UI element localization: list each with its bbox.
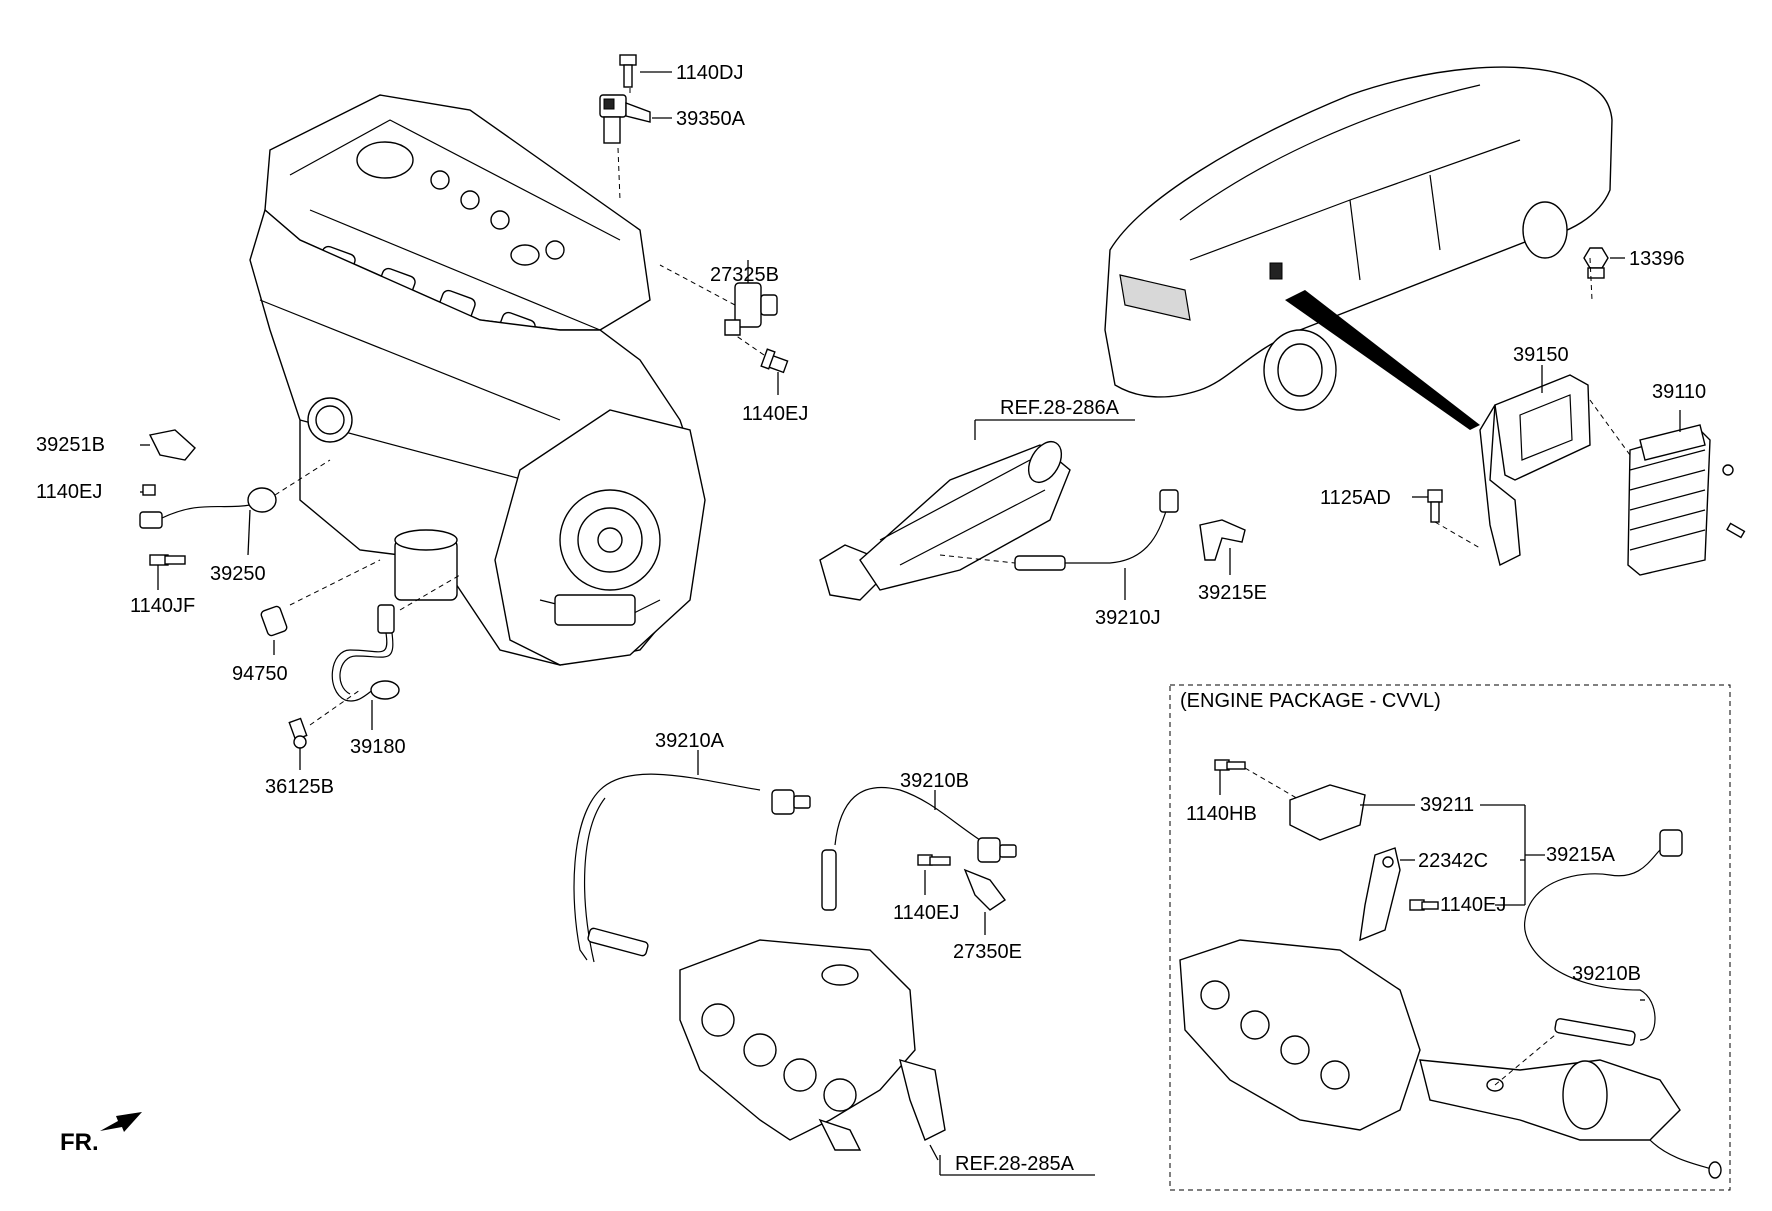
label-39251B: 39251B	[36, 434, 105, 456]
bolt-36125B	[288, 689, 361, 770]
label-27350E: 27350E	[953, 941, 1022, 963]
bracket-39215E	[1199, 519, 1246, 575]
sensor-39210A	[573, 750, 811, 963]
label-39210B: 39210B	[1572, 963, 1641, 985]
front-direction-indicator: FR.	[60, 1112, 142, 1156]
bolt-1140JF	[149, 554, 186, 590]
bolt-1140DJ	[619, 54, 672, 88]
label-39150: 39150	[1513, 344, 1569, 366]
label-1140EJ: 1140EJ	[742, 403, 808, 425]
label-REF-28-285A: REF.28-285A	[955, 1153, 1075, 1175]
ecu-39110	[1589, 399, 1746, 576]
label-27325B: 27325B	[710, 264, 779, 286]
bolt-1140EJ-a	[734, 334, 789, 395]
label-1140DJ: 1140DJ	[676, 62, 743, 84]
label-39215E: 39215E	[1198, 582, 1267, 604]
label-1140HB: 1140HB	[1186, 803, 1257, 825]
bracket-39251B	[140, 429, 196, 461]
label-1140EJ: 1140EJ	[893, 902, 959, 924]
bolt-1140EJ-b	[140, 484, 156, 496]
catalytic-converter	[819, 419, 1135, 601]
engine-package-box	[1169, 684, 1731, 1191]
label-1125AD: 1125AD	[1320, 487, 1391, 509]
exhaust-manifold	[679, 939, 1095, 1176]
vehicle-illustration	[1104, 66, 1613, 430]
sensor-39180	[331, 574, 461, 730]
sensor-39250	[139, 459, 331, 556]
label-39211: 39211	[1420, 794, 1474, 816]
part-labels: 1140DJ 39350A 27325B 1140EJ 39251B 1140E…	[36, 62, 1706, 1175]
label-REF-28-286A: REF.28-286A	[1000, 397, 1120, 419]
package-title: (ENGINE PACKAGE - CVVL)	[1180, 690, 1441, 712]
label-39250: 39250	[210, 563, 266, 585]
sensor-39210B-a	[821, 786, 1017, 911]
sensor-27325B	[659, 260, 778, 336]
sensor-39350A	[599, 88, 672, 201]
bolt-1125AD	[1412, 489, 1481, 549]
label-13396: 13396	[1629, 248, 1685, 270]
front-label: FR.	[60, 1129, 99, 1156]
label-1140EJ: 1140EJ	[1440, 894, 1506, 916]
label-1140EJ: 1140EJ	[36, 481, 102, 503]
label-39210J: 39210J	[1095, 607, 1161, 629]
bolt-1140EJ-c	[917, 854, 951, 895]
label-39350A: 39350A	[676, 108, 746, 130]
sensor-94750	[260, 559, 381, 655]
nut-13396	[1583, 247, 1625, 279]
sensor-39210J	[939, 489, 1179, 600]
label-39210B: 39210B	[900, 770, 969, 792]
label-22342C: 22342C	[1418, 850, 1488, 872]
bracket-27350E	[963, 868, 1007, 935]
label-39110: 39110	[1652, 381, 1706, 403]
front-arrow-icon	[100, 1112, 142, 1132]
label-1140JF: 1140JF	[130, 595, 195, 617]
label-39210A: 39210A	[655, 730, 725, 752]
bracket-39150	[1479, 257, 1593, 567]
label-36125B: 36125B	[265, 776, 334, 798]
label-39215A: 39215A	[1546, 844, 1616, 866]
engine-block	[249, 94, 706, 666]
label-94750: 94750	[232, 663, 288, 685]
label-39180: 39180	[350, 736, 406, 758]
package-parts	[1179, 759, 1722, 1179]
